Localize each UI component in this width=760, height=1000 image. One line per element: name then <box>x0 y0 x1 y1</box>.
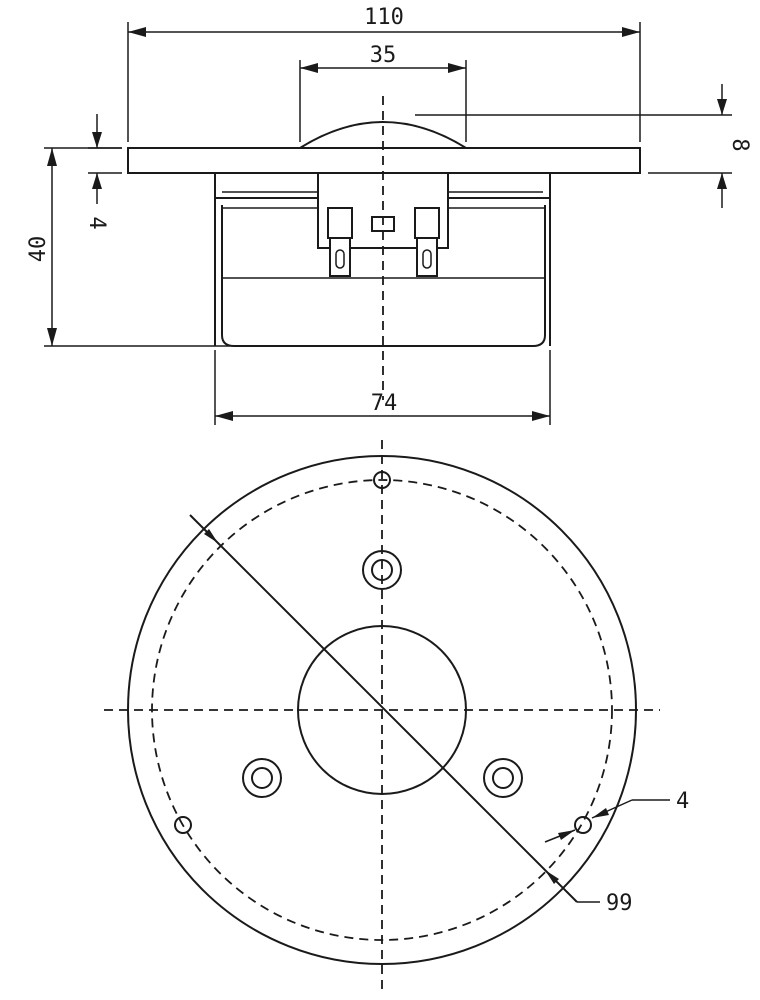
boss-right <box>483 758 523 798</box>
terminal-right <box>414 207 440 277</box>
dim-74-label: 74 <box>371 391 398 416</box>
dome <box>299 121 467 149</box>
dim-total-depth: 40 <box>26 147 230 347</box>
dim-110-label: 110 <box>364 5 404 30</box>
terminal-left <box>327 207 353 277</box>
dim-4-hole-label: 4 <box>676 789 689 814</box>
dim-body-width: 74 <box>214 350 551 425</box>
dim-overall-width: 110 <box>127 5 641 142</box>
dim-35-label: 35 <box>370 43 397 68</box>
boss-left <box>242 758 282 798</box>
dim-hole-diameter: 4 <box>544 789 689 843</box>
dim-4-flange-label: 4 <box>84 216 109 229</box>
dim-dome-height: 8 <box>415 84 752 208</box>
side-view <box>127 96 641 400</box>
dim-bolt-circle: 99 <box>189 514 633 916</box>
mounting-hole-left <box>174 816 192 834</box>
dim-40-label: 40 <box>26 236 51 263</box>
magnet-body <box>214 198 551 346</box>
dim-dome-width: 35 <box>299 43 467 142</box>
boss-top <box>362 550 402 590</box>
mounting-hole-top <box>373 471 391 489</box>
dim-8-label: 8 <box>727 138 752 151</box>
dim-99-label: 99 <box>606 891 633 916</box>
dim-flange-thickness: 4 <box>84 114 122 230</box>
flange <box>127 147 641 174</box>
front-view <box>104 440 660 990</box>
mounting-hole-right <box>574 816 592 834</box>
